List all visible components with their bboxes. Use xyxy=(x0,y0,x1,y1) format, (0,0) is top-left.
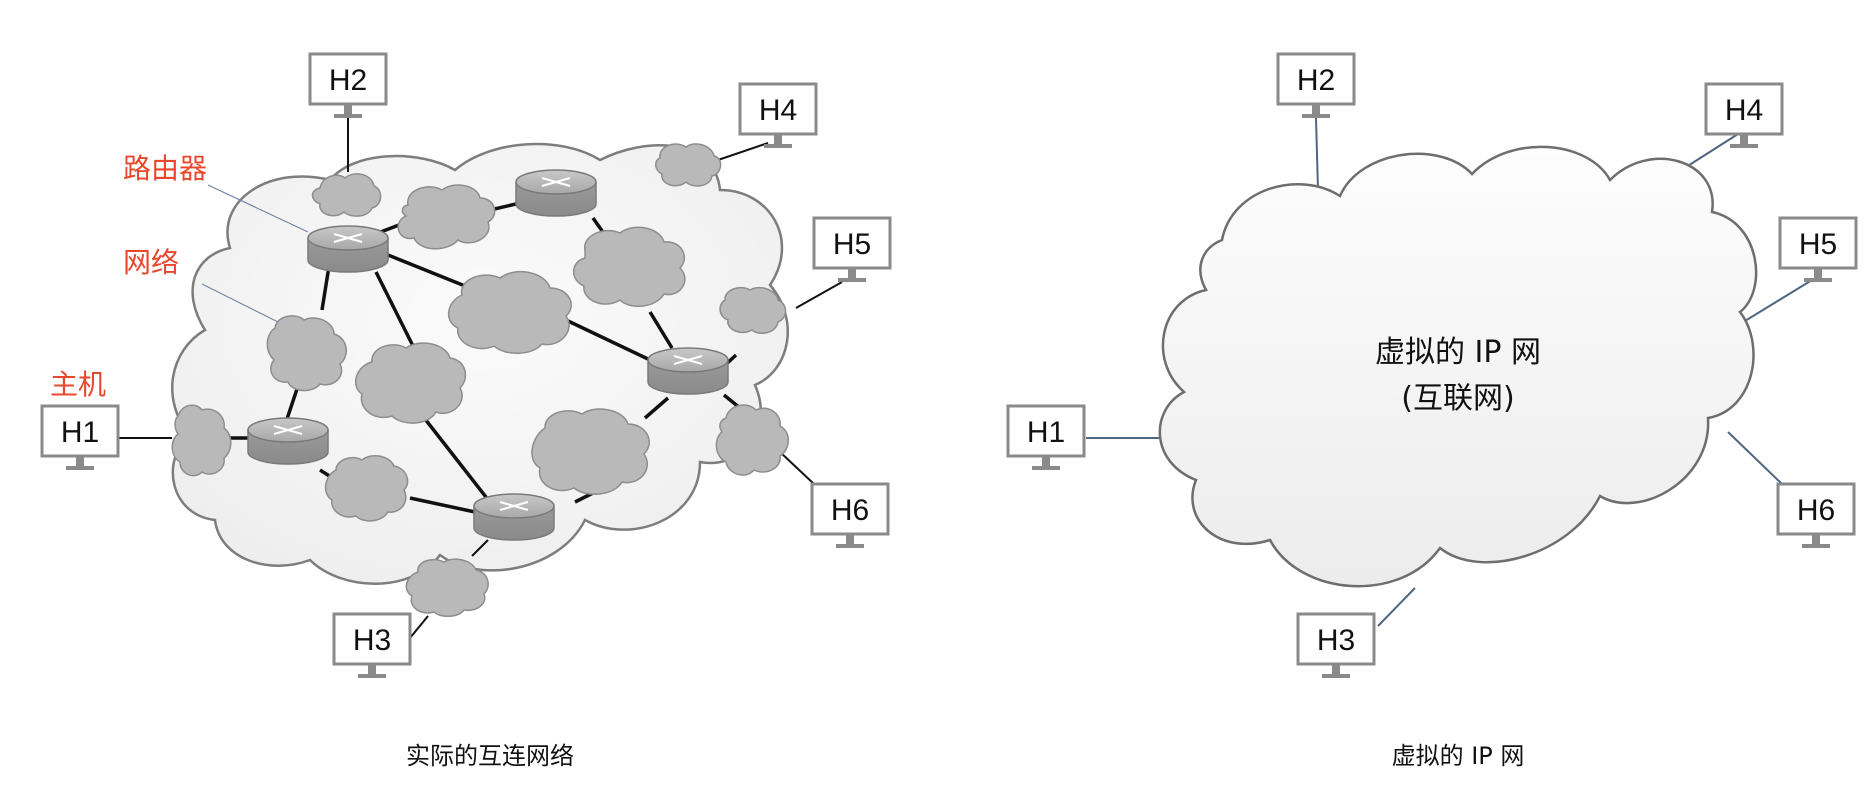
host-h6: H6 xyxy=(1776,482,1856,548)
virtual-ip-network-diagram: 虚拟的 IP 网 (互联网) H1 H2 H3 H4 xyxy=(1006,52,1858,770)
link xyxy=(643,396,670,420)
host-h5: H5 xyxy=(1778,216,1858,282)
host-label: H3 xyxy=(353,624,391,657)
host-label: H4 xyxy=(759,94,797,127)
network-blob xyxy=(572,226,686,307)
virtual-ip-cloud xyxy=(1158,145,1758,588)
link xyxy=(1315,117,1319,191)
router-group xyxy=(247,169,729,541)
link xyxy=(1377,587,1416,627)
callout-host: 主机 xyxy=(50,368,106,401)
host-label: H6 xyxy=(831,494,869,527)
router-icon xyxy=(247,417,329,465)
network-blob xyxy=(715,404,789,476)
link xyxy=(409,615,429,639)
cloud-subtitle: (互联网) xyxy=(1401,381,1514,416)
host-h3: H3 xyxy=(332,612,412,678)
host-label: H5 xyxy=(833,228,871,261)
link xyxy=(409,496,476,514)
host-h2: H2 xyxy=(308,52,388,118)
host-h6: H6 xyxy=(810,482,890,548)
callout-router: 路由器 xyxy=(123,152,207,185)
network-blob xyxy=(266,315,347,392)
host-label: H2 xyxy=(329,64,367,97)
host-label: H2 xyxy=(1297,64,1335,97)
router-icon xyxy=(473,493,555,541)
link xyxy=(565,318,651,362)
network-blobs xyxy=(171,143,789,617)
host-label: H6 xyxy=(1797,494,1835,527)
host-h4: H4 xyxy=(738,82,818,148)
host-label: H1 xyxy=(61,416,99,449)
host-h1: H1 xyxy=(40,404,120,470)
link xyxy=(717,142,769,161)
network-blob xyxy=(531,408,650,495)
router-icon xyxy=(515,169,597,217)
network-blob xyxy=(324,454,409,522)
actual-internetwork-diagram: 路由器 网络 主机 H1 H2 H3 H xyxy=(40,52,892,770)
host-h1: H1 xyxy=(1006,404,1086,470)
host-label: H4 xyxy=(1725,94,1763,127)
network-blob xyxy=(655,143,722,187)
network-blob xyxy=(354,342,467,424)
host-label: H5 xyxy=(1799,228,1837,261)
link xyxy=(648,311,674,349)
network-blob xyxy=(311,173,382,217)
router-icon xyxy=(647,347,729,395)
network-blob xyxy=(448,270,572,354)
callout-router-leader xyxy=(207,184,309,233)
link xyxy=(779,451,815,485)
network-blob xyxy=(405,558,489,617)
left-caption: 实际的互连网络 xyxy=(406,742,574,770)
host-h5: H5 xyxy=(812,216,892,282)
cloud-title: 虚拟的 IP 网 xyxy=(1375,335,1541,370)
network-blob xyxy=(397,184,496,250)
host-h3: H3 xyxy=(1296,612,1376,678)
callouts: 路由器 网络 主机 xyxy=(50,152,309,401)
network-blob xyxy=(719,286,787,335)
host-h2: H2 xyxy=(1276,52,1356,118)
link xyxy=(795,281,843,309)
right-caption: 虚拟的 IP 网 xyxy=(1392,742,1525,770)
link xyxy=(387,253,471,290)
host-label: H3 xyxy=(1317,624,1355,657)
link xyxy=(1739,279,1813,325)
link xyxy=(1727,431,1783,485)
host-label: H1 xyxy=(1027,416,1065,449)
host-h4: H4 xyxy=(1704,82,1784,148)
router-icon xyxy=(307,225,389,273)
network-blob xyxy=(171,404,232,477)
host-links xyxy=(118,118,843,639)
callout-network-leader xyxy=(201,283,279,323)
callout-network: 网络 xyxy=(123,246,179,279)
link xyxy=(471,539,489,557)
